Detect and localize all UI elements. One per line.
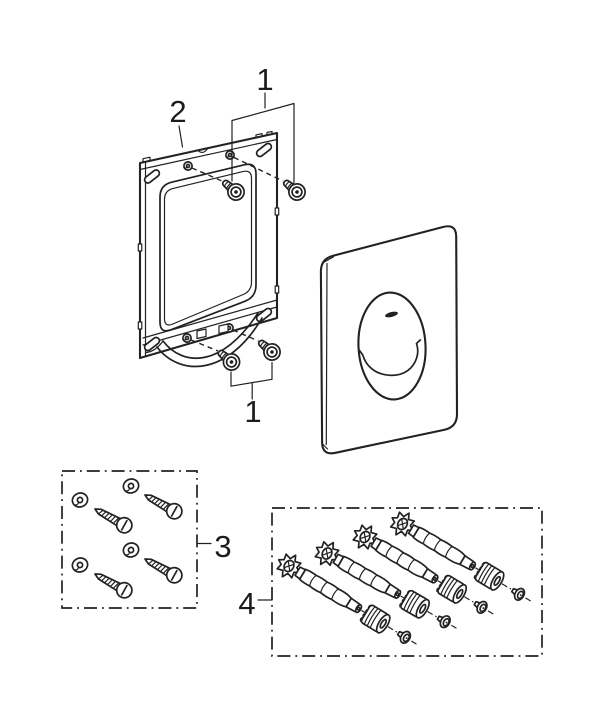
callout-bracket: [230, 361, 273, 400]
leader-dashed: [191, 167, 223, 182]
part-label-4: 4: [238, 586, 255, 621]
part-label-1-bottom: 1: [244, 394, 261, 429]
washer: [69, 555, 91, 575]
leader-dashed: [190, 339, 219, 352]
fixing-screw: [253, 334, 285, 365]
washer: [120, 476, 142, 496]
callout-bottom: 1: [230, 361, 273, 429]
screw-kit-box: 3: [61, 470, 232, 609]
spring-wire: [156, 317, 263, 368]
brand-mark: [385, 311, 398, 318]
frame-notch: [137, 321, 143, 330]
washer: [69, 490, 91, 510]
callout-frame: 2: [169, 94, 187, 148]
frame-clip: [196, 328, 207, 340]
flush-plate-edge: [325, 262, 328, 446]
frame-notch: [274, 285, 280, 294]
spring-wire: [145, 340, 164, 354]
part-label-3: 3: [214, 529, 231, 564]
frame-rim-inner: [163, 170, 253, 326]
frame-tab: [142, 156, 151, 164]
leader-dashed: [233, 156, 284, 182]
frame-notch: [137, 243, 143, 252]
frame-top-edge: [139, 138, 278, 171]
bolt-kit-box: 4: [238, 506, 543, 657]
part-label-2: 2: [169, 94, 186, 129]
flush-plate: [319, 225, 459, 455]
kit-box-border: [271, 507, 543, 657]
frame-flange: [142, 306, 278, 346]
wood-screw: [140, 487, 186, 523]
kit-box-border: [61, 470, 198, 609]
frame-notch: [197, 147, 209, 154]
leader-dashed: [232, 329, 259, 342]
spring-wire: [162, 312, 259, 360]
flush-button-split: [358, 339, 422, 377]
flush-plate-edge: [321, 256, 335, 264]
washer: [120, 540, 142, 560]
callout-bracket: [231, 102, 295, 184]
callout-line: [178, 125, 184, 148]
fixing-screw: [213, 344, 244, 375]
frame-notch: [274, 207, 280, 216]
frame-flange: [142, 299, 278, 339]
frame-screw-hole: [182, 333, 192, 343]
frame-rim-outer: [159, 163, 257, 332]
wood-screw: [140, 551, 186, 587]
callout-top: 1: [231, 62, 295, 184]
flush-plate-edge: [322, 443, 329, 450]
frame-screw-hole: [225, 150, 235, 160]
wood-screw: [90, 566, 136, 602]
frame-clip: [218, 323, 229, 335]
mounting-frame: [137, 130, 280, 368]
wood-screw: [90, 501, 136, 537]
frame-screw-hole: [183, 161, 193, 171]
part-label-1-top: 1: [256, 62, 273, 97]
flush-button: [357, 291, 427, 401]
